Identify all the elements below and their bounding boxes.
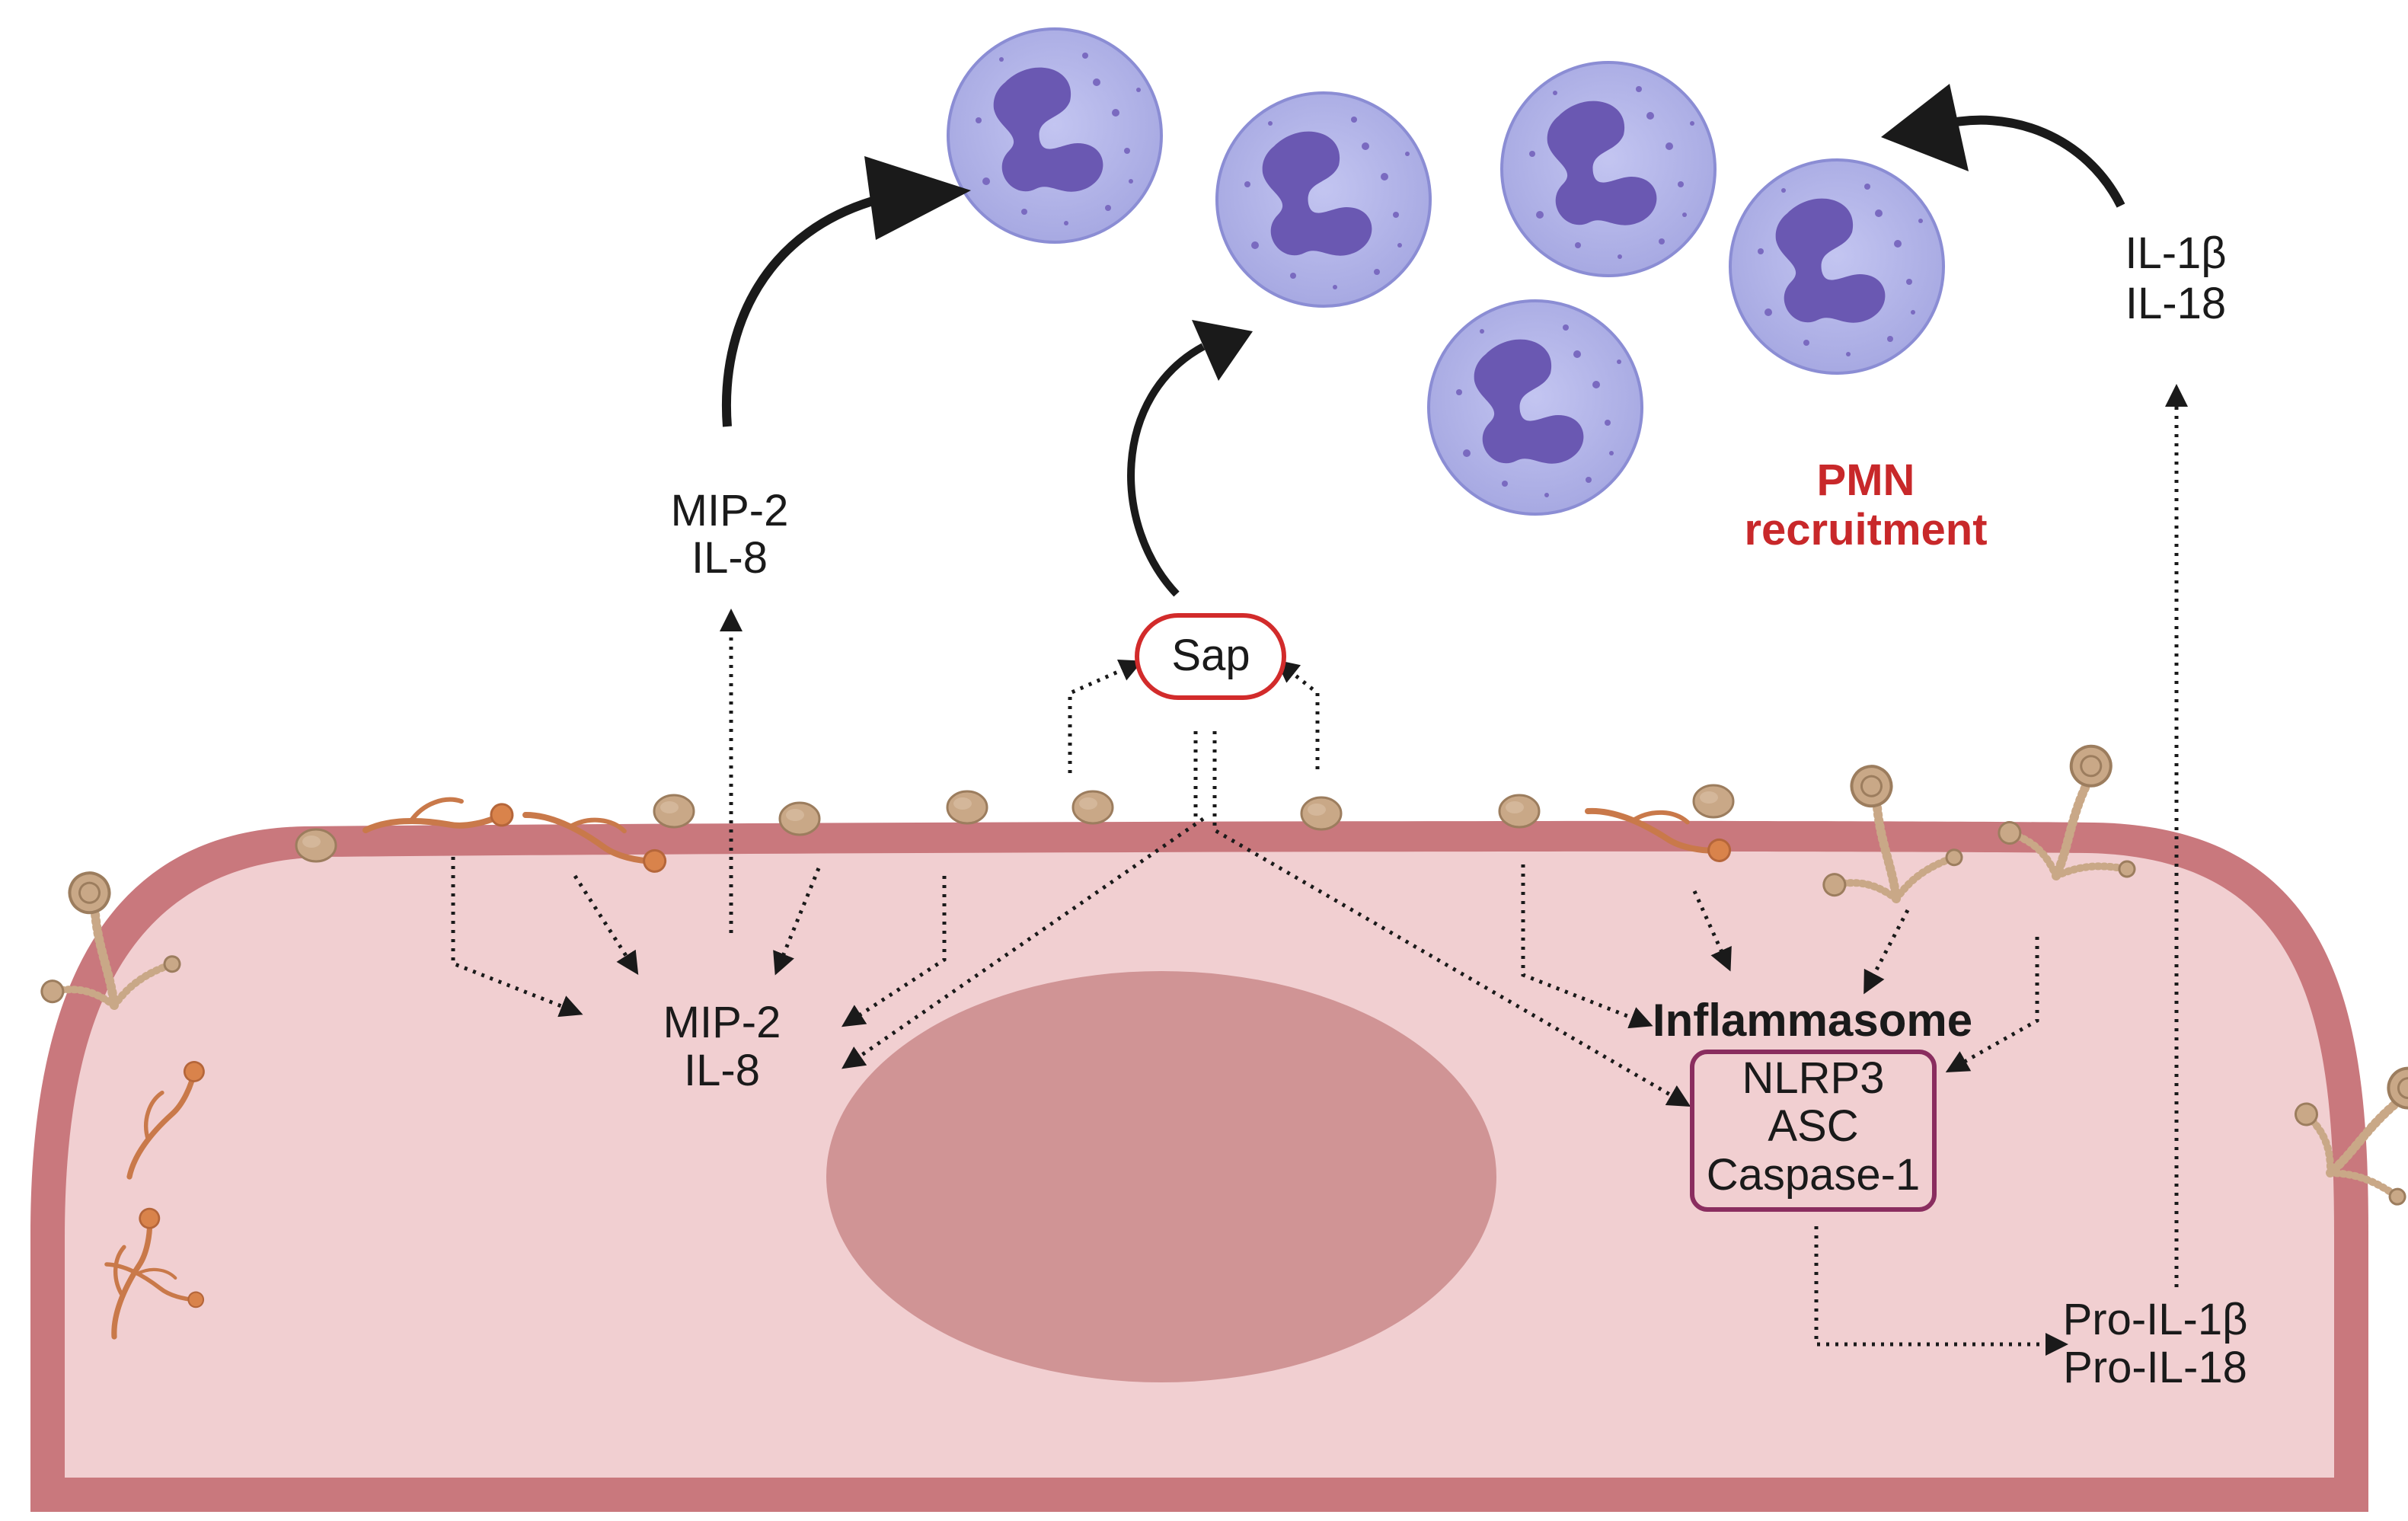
asc-label: ASC xyxy=(1768,1101,1858,1151)
nlrp3-label: NLRP3 xyxy=(1742,1053,1885,1103)
pmn-label: PMN xyxy=(1817,455,1915,505)
neutrophil-cell xyxy=(1500,61,1717,277)
sap-label: Sap xyxy=(1171,631,1250,680)
neutrophil-cell xyxy=(1729,158,1945,375)
il8-top-label: IL-8 xyxy=(691,533,768,583)
labels: MIP-2 IL-8 MIP-2 IL-8 IL-1β IL-18 PMN re… xyxy=(663,228,2248,1392)
caspase-label: Caspase-1 xyxy=(1707,1150,1920,1200)
neutrophil-cell xyxy=(1215,91,1432,308)
pro-il1b-label: Pro-IL-1β xyxy=(2063,1295,2248,1344)
inflammasome-complex: NLRP3 ASC Caspase-1 xyxy=(1690,1050,1937,1212)
neutrophil-cell xyxy=(1427,299,1643,516)
mip2-inner-label: MIP-2 xyxy=(663,998,781,1047)
neutrophil-cell xyxy=(947,27,1163,244)
il8-inner-label: IL-8 xyxy=(684,1046,760,1095)
recruitment-label: recruitment xyxy=(1744,505,1987,554)
il18-top-label: IL-18 xyxy=(2125,279,2226,328)
il1b-top-label: IL-1β xyxy=(2125,228,2226,278)
inflammasome-label: Inflammasome xyxy=(1653,995,1972,1046)
recruitment-arrows xyxy=(722,84,2125,597)
sap-node: Sap xyxy=(1135,613,1286,700)
pro-il18-label: Pro-IL-18 xyxy=(2063,1343,2247,1392)
mip2-top-label: MIP-2 xyxy=(671,486,789,535)
signal-arrows xyxy=(451,384,2188,1356)
epithelial-cell xyxy=(30,820,2368,1512)
nucleus xyxy=(826,971,1496,1382)
neutrophils xyxy=(947,27,1945,516)
